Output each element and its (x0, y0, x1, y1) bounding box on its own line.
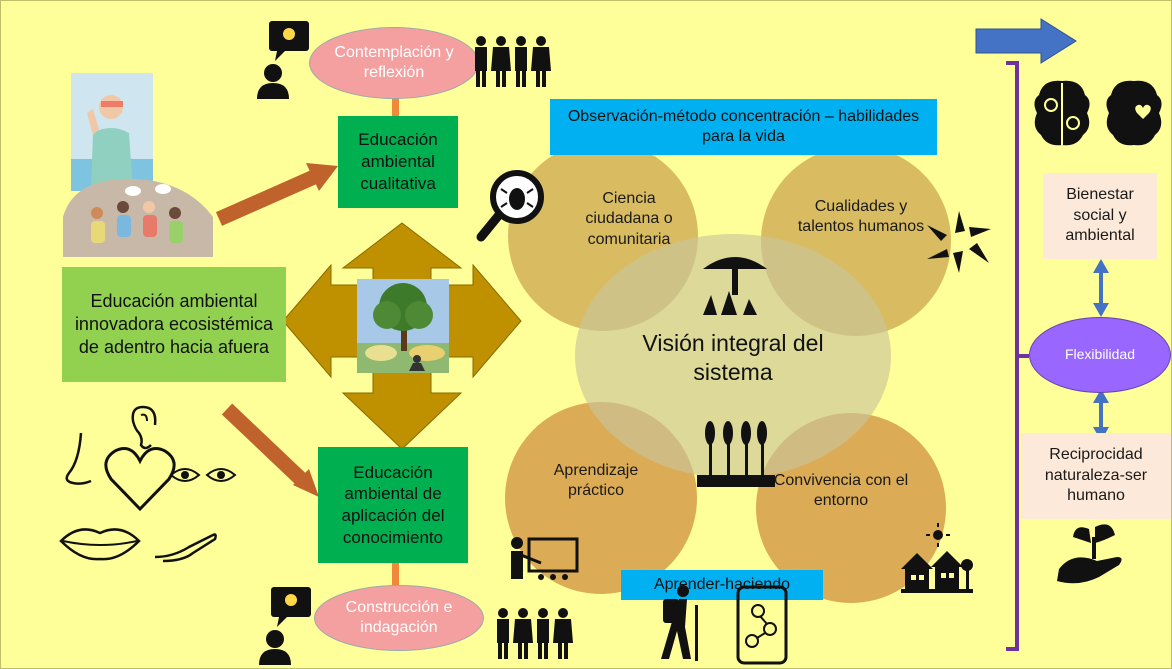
savanna-tree-icon (703, 257, 767, 315)
nose-icon (65, 432, 92, 485)
cualitativa-box: Educación ambiental cualitativa (338, 116, 458, 208)
eyes-icon (169, 468, 237, 482)
people-group-icon (475, 36, 551, 87)
reciprocidad-box: Reciprocidad naturaleza-ser humano (1021, 433, 1171, 519)
people-group-icon (497, 608, 573, 659)
sun-icon (926, 523, 950, 547)
plant-hand-icon (1057, 524, 1122, 584)
heart-icon (104, 447, 176, 512)
core-label: Visión integral del sistema (642, 330, 824, 386)
footer-banner: Aprender-haciendo (621, 570, 823, 600)
circle-label-convivencia: Convivencia con el entorno (773, 472, 909, 510)
circle-label-ciencia: Ciencia ciudadana o comunitaria (585, 190, 673, 248)
teacher-board-icon (511, 537, 579, 580)
ear-icon (131, 405, 157, 450)
phone-network-icon (736, 585, 788, 665)
circle-label-cualidades: Cualidades y talentos humanos (797, 198, 925, 236)
meditation-tree-image (357, 279, 449, 373)
contemplacion-oval: Contemplación y reflexión (309, 27, 479, 99)
flexibilidad-oval: Flexibilidad (1029, 317, 1171, 393)
header-banner: Observación-método concentración – habil… (550, 99, 937, 155)
wheat-field-icon (697, 421, 775, 487)
brain-heart-icon (1106, 80, 1162, 146)
construccion-oval: Construcción e indagación (314, 585, 484, 651)
hand-icon (154, 533, 217, 563)
speaker-idea-icon (257, 21, 309, 99)
main-concept-box: Educación ambiental innovadora ecosistém… (62, 267, 286, 382)
group-circle-illustration (63, 178, 213, 257)
brain-gears-icon (1034, 80, 1090, 146)
magnifier-bug-icon (476, 170, 544, 242)
houses-icon (901, 551, 973, 593)
lips-icon (59, 528, 141, 561)
bienestar-box: Bienestar social y ambiental (1043, 173, 1157, 259)
person-photo (71, 73, 153, 191)
hands-circle-icon (927, 211, 991, 273)
hiker-icon (661, 585, 698, 661)
aplicacion-box: Educación ambiental de aplicación del co… (318, 447, 468, 563)
circle-label-aprendizaje: Aprendizaje práctico (553, 462, 639, 500)
speaker-idea-icon (259, 587, 311, 665)
